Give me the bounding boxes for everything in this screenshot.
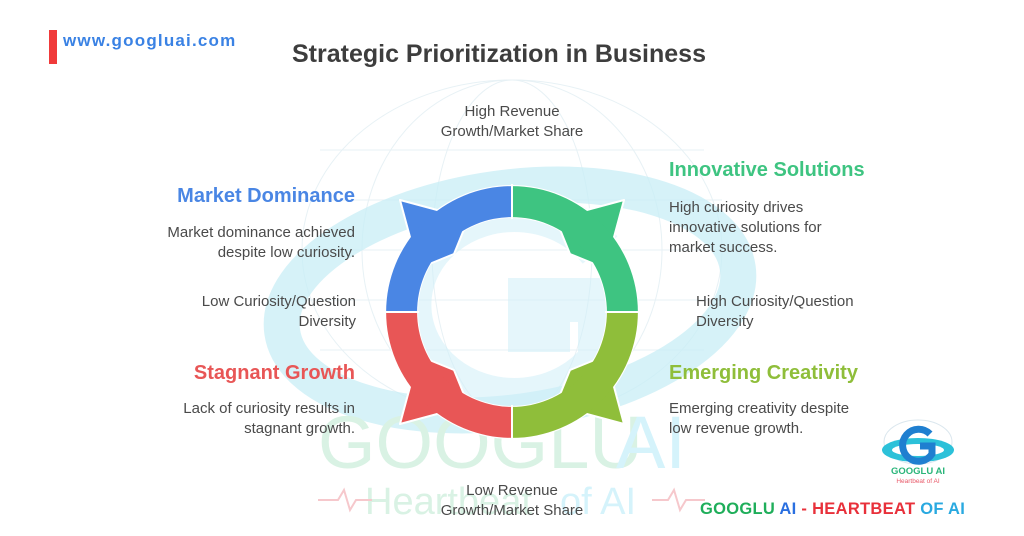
axis-top-line-1: High Revenue xyxy=(464,103,560,120)
quadrant-ring-diagram xyxy=(384,184,640,440)
quadrant-stagnant-growth: Stagnant Growth Lack of curiosity result… xyxy=(115,362,355,439)
brand-part: HEARTBEAT xyxy=(812,500,921,518)
desc-line: Market dominance achieved xyxy=(167,224,355,241)
brand-part: - xyxy=(796,500,813,518)
quadrant-description: High curiosity drives innovative solutio… xyxy=(669,198,909,258)
axis-label-top: High Revenue Growth/Market Share xyxy=(412,102,612,142)
brand-part: OF AI xyxy=(920,500,966,518)
quadrant-description: Lack of curiosity results in stagnant gr… xyxy=(115,399,355,439)
axis-bottom-line-1: Low Revenue xyxy=(466,482,558,499)
axis-left-line-1: Low Curiosity/Question xyxy=(201,293,356,310)
quadrant-emerging-creativity: Emerging Creativity Emerging creativity … xyxy=(669,362,909,439)
brand-part: GOOGLU xyxy=(700,500,780,518)
desc-line: innovative solutions for xyxy=(669,219,822,236)
desc-line: stagnant growth. xyxy=(244,420,355,437)
svg-text:Heartbeat: Heartbeat xyxy=(365,481,532,523)
svg-text:AI: AI xyxy=(616,401,686,484)
logo-tagline: Heartbeat of AI xyxy=(896,478,940,485)
page-title: Strategic Prioritization in Business xyxy=(292,40,706,68)
quadrant-title: Emerging Creativity xyxy=(669,362,858,384)
quadrant-description: Emerging creativity despite low revenue … xyxy=(669,399,909,439)
axis-right-line-1: High Curiosity/Question xyxy=(696,293,854,310)
axis-top-line-2: Growth/Market Share xyxy=(440,123,584,140)
axis-right-line-2: Diversity xyxy=(696,313,754,330)
axis-left-line-2: Diversity xyxy=(298,313,356,330)
quadrant-title: Innovative Solutions xyxy=(669,159,865,181)
accent-bar xyxy=(49,30,57,64)
logo-name: GOOGLU AI xyxy=(890,466,945,477)
quadrant-title: Market Dominance xyxy=(177,185,355,207)
axis-label-left: Low Curiosity/Question Diversity xyxy=(130,292,356,332)
desc-line: Emerging creativity despite xyxy=(669,400,850,417)
desc-line: despite low curiosity. xyxy=(217,244,355,261)
site-url-link[interactable]: www.googluai.com xyxy=(63,31,237,50)
quadrant-innovative-solutions: Innovative Solutions High curiosity driv… xyxy=(669,159,909,258)
brand-part: AI xyxy=(779,500,797,518)
axis-label-bottom: Low Revenue Growth/Market Share xyxy=(412,481,612,521)
desc-line: Lack of curiosity results in xyxy=(183,400,355,417)
footer-brand: GOOGLU AI - HEARTBEAT OF AI xyxy=(700,500,965,519)
desc-line: market success. xyxy=(669,239,778,256)
quadrant-description: Market dominance achieved despite low cu… xyxy=(115,223,355,263)
svg-text:of AI: of AI xyxy=(560,481,636,523)
axis-label-right: High Curiosity/Question Diversity xyxy=(696,292,896,332)
axis-bottom-line-2: Growth/Market Share xyxy=(440,502,584,519)
desc-line: High curiosity drives xyxy=(669,199,804,216)
quadrant-market-dominance: Market Dominance Market dominance achiev… xyxy=(115,185,355,263)
desc-line: low revenue growth. xyxy=(669,420,804,437)
googlu-logo-icon xyxy=(882,419,954,465)
quadrant-title: Stagnant Growth xyxy=(193,362,355,384)
